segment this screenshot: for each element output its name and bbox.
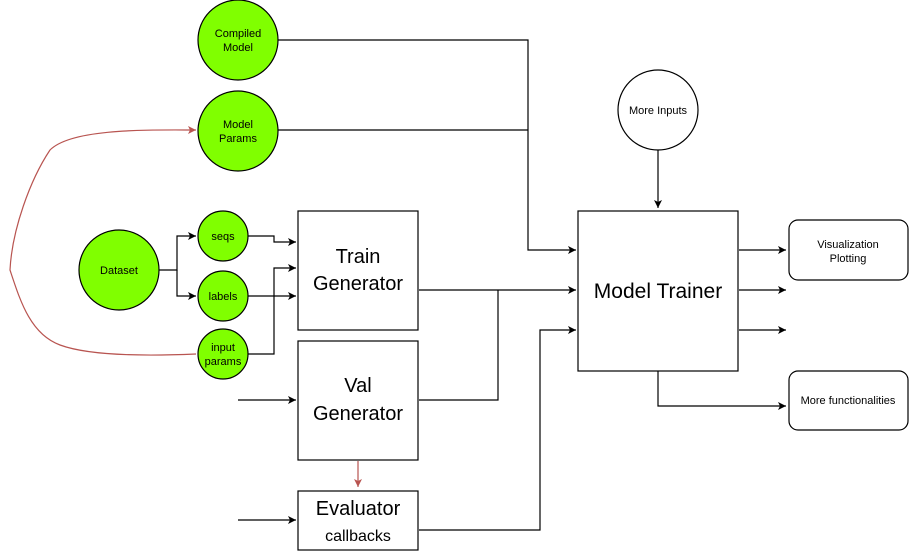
edge-val-to-trainer bbox=[419, 290, 499, 401]
val-generator-label-1: Val bbox=[344, 375, 371, 397]
compiled-model-label-1: Compiled bbox=[215, 28, 261, 40]
train-generator-label-1: Train bbox=[336, 246, 381, 268]
dataset-node bbox=[78, 229, 160, 311]
model-params-label-2: Params bbox=[219, 133, 257, 145]
val-generator-label-2: Generator bbox=[313, 403, 403, 425]
model-trainer-label: Model Trainer bbox=[594, 280, 722, 303]
more-inputs-label: More Inputs bbox=[629, 105, 688, 117]
more-inputs-node bbox=[617, 69, 699, 151]
evaluator-title: Evaluator bbox=[316, 498, 401, 520]
seqs-node bbox=[197, 210, 249, 262]
model-params-node bbox=[197, 90, 279, 172]
train-generator-label-2: Generator bbox=[313, 273, 403, 295]
more-functionalities-label: More functionalities bbox=[801, 395, 896, 407]
edge-evaluator-to-trainer bbox=[419, 326, 576, 531]
edge-labels-to-train bbox=[248, 264, 296, 297]
edge-inputparams-to-train bbox=[248, 292, 296, 355]
model-trainer-box bbox=[577, 210, 739, 372]
visualization-box bbox=[788, 219, 909, 281]
evaluator-box bbox=[297, 490, 419, 551]
seqs-label: seqs bbox=[211, 231, 235, 243]
edge-seqs-to-train bbox=[247, 235, 296, 246]
edge-inputparams-to-modelparams bbox=[9, 125, 197, 356]
more-functionalities-box bbox=[788, 370, 909, 431]
visualization-label-1: Visualization bbox=[817, 239, 879, 251]
val-generator-box bbox=[297, 340, 419, 461]
edge-trainer-to-morefunc bbox=[657, 371, 786, 410]
labels-node bbox=[197, 270, 249, 322]
edge-dataset-to-labels bbox=[176, 270, 196, 300]
compiled-model-node bbox=[197, 0, 279, 81]
input-params-label-2: params bbox=[205, 356, 242, 368]
train-generator-box bbox=[297, 210, 419, 331]
compiled-model-label-2: Model bbox=[223, 42, 253, 54]
input-params-node bbox=[197, 328, 249, 380]
labels-label: labels bbox=[209, 291, 238, 303]
evaluator-subtitle: callbacks bbox=[325, 528, 391, 545]
model-params-label-1: Model bbox=[223, 119, 253, 131]
input-params-label-1: input bbox=[211, 342, 235, 354]
visualization-label-2: Plotting bbox=[830, 253, 867, 265]
edge-dataset-to-seqs bbox=[158, 232, 196, 271]
dataset-label: Dataset bbox=[100, 265, 138, 277]
edge-compiled-to-trainer bbox=[278, 39, 576, 254]
